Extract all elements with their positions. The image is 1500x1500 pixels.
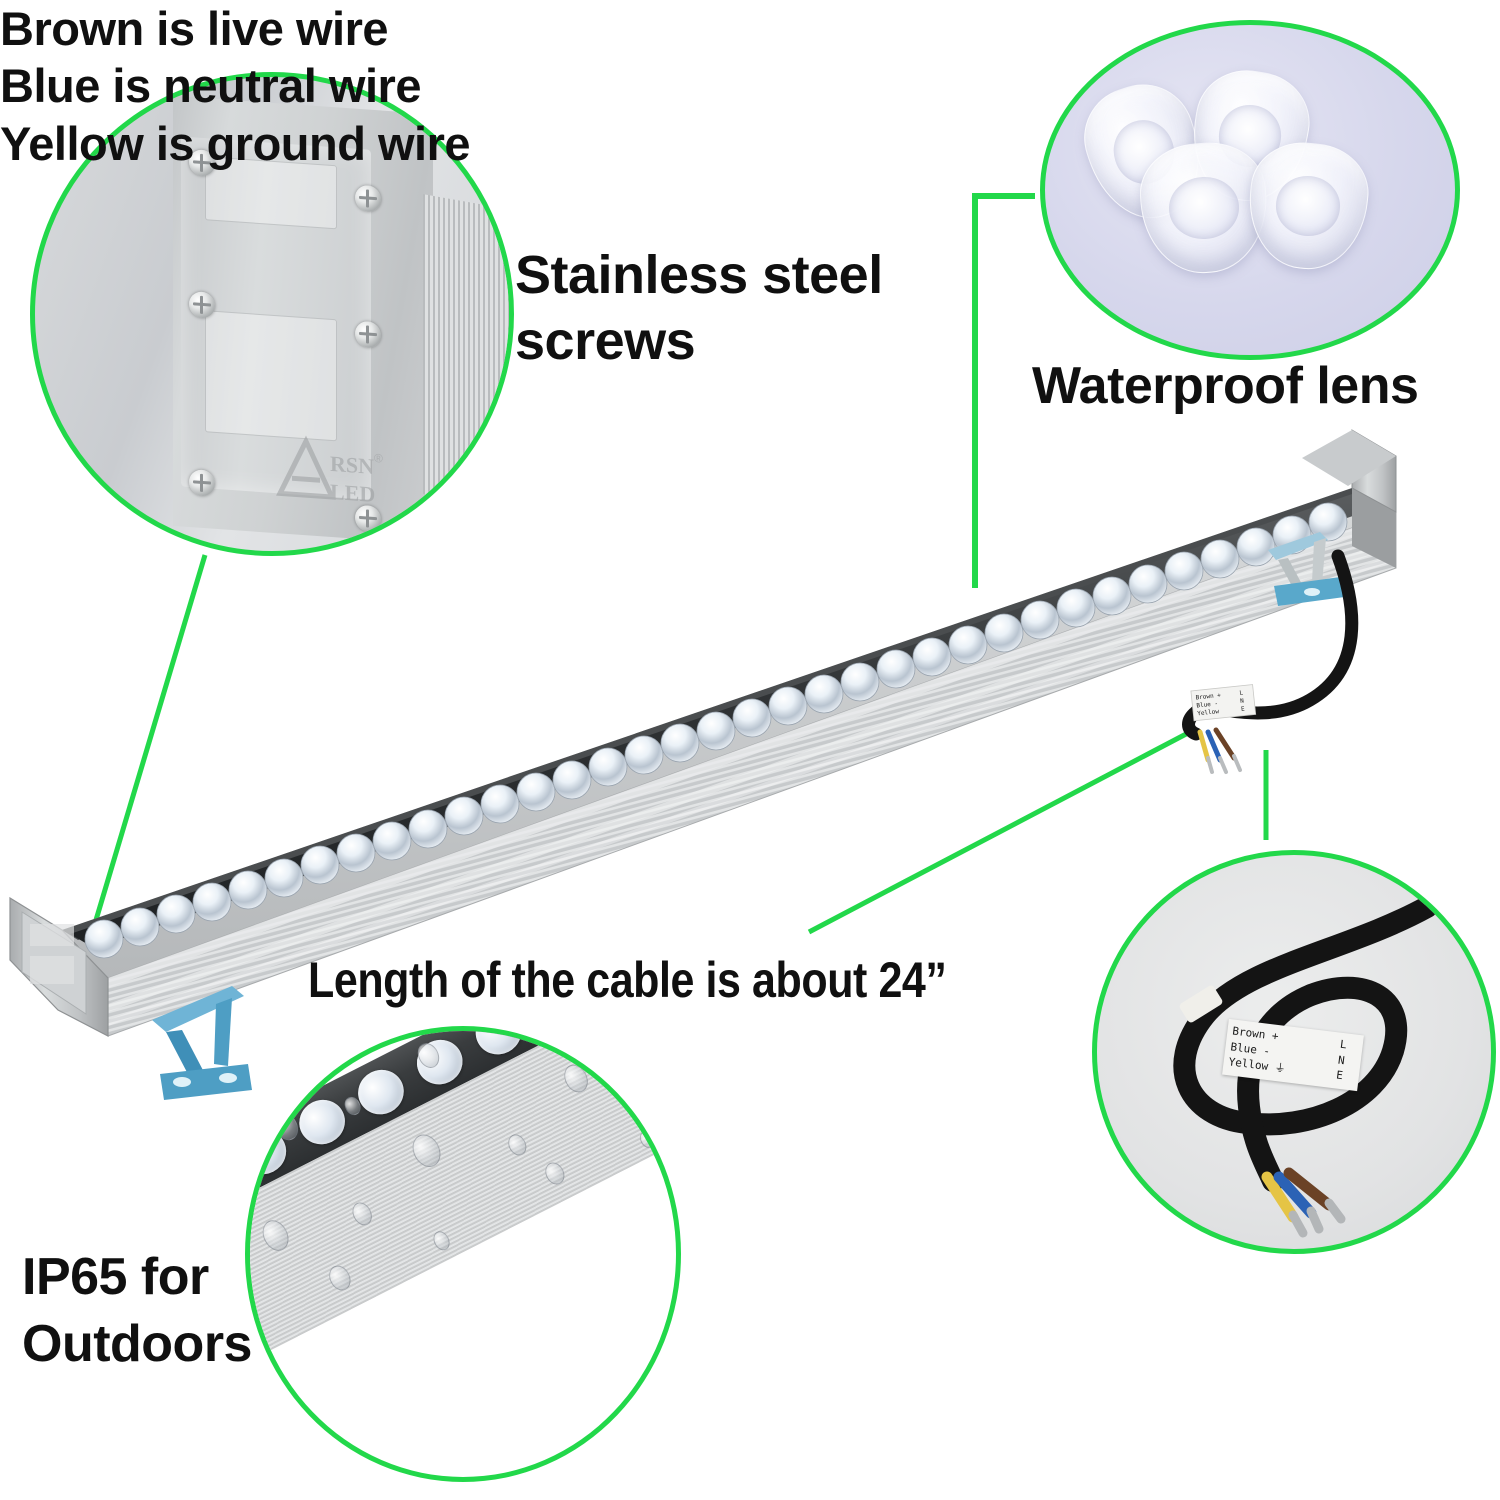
endcap-plate: RSN LED ® (181, 136, 383, 507)
svg-text:E: E (1241, 705, 1246, 712)
logo-registered-mark: ® (374, 451, 383, 466)
power-cable: Brown + Blue - Yellow L N E (1182, 549, 1359, 774)
callout-circle-ip65 (245, 1026, 681, 1482)
callout-label-ip65: IP65 for Outdoors (22, 1248, 252, 1373)
rsn-led-logo: RSN LED ® (276, 435, 383, 507)
callout-label-stainless-screws: Stainless steel screws (515, 245, 883, 371)
callout-label-waterproof-lens: Waterproof lens (1032, 357, 1419, 415)
svg-text:Blue -: Blue - (1196, 700, 1218, 709)
endcap-body: RSN LED ® (173, 95, 509, 545)
cable-illustration (1173, 896, 1438, 1238)
left-end-cap (9, 896, 109, 1037)
callout-label-cable-length: Length of the cable is about 24” (308, 952, 947, 1008)
ip65-bar-illustration (250, 1031, 676, 1477)
endcap-slot-bottom (205, 310, 337, 442)
svg-text:N: N (1240, 697, 1245, 704)
callout-circle-stainless-screws: RSN LED ® (30, 72, 514, 556)
logo-text-led: LED (330, 479, 375, 507)
svg-text:Brown +: Brown + (1195, 692, 1221, 702)
wire-legend-line-yellow: Yellow is ground wire (0, 116, 471, 170)
mounting-bracket-left (152, 986, 252, 1100)
callout-circle-waterproof-lens (1040, 20, 1460, 360)
mounting-bracket-right (1268, 532, 1352, 606)
wire-color-legend: Brown is live wire Blue is neutral wire … (0, 0, 1500, 172)
heatsink-fins (423, 194, 509, 512)
product-illustration: Brown + Blue - Yellow L N E (9, 429, 1397, 1100)
logo-text-rsn: RSN (330, 451, 374, 479)
wire-legend-line-blue: Blue is neutral wire (0, 59, 421, 113)
wire-legend-line-brown: Brown is live wire (0, 2, 389, 55)
svg-text:L: L (1239, 690, 1244, 697)
led-wall-washer-product: Brown + Blue - Yellow L N E (0, 400, 1500, 1100)
right-end-cap (1302, 429, 1397, 568)
ip65-led-bar (250, 1031, 676, 1367)
svg-text:Yellow: Yellow (1197, 708, 1220, 717)
led-lens-row (84, 502, 1348, 959)
callout-circle-cable-wires: Brown + Blue - Yellow ⏚ L N E (1092, 850, 1496, 1254)
